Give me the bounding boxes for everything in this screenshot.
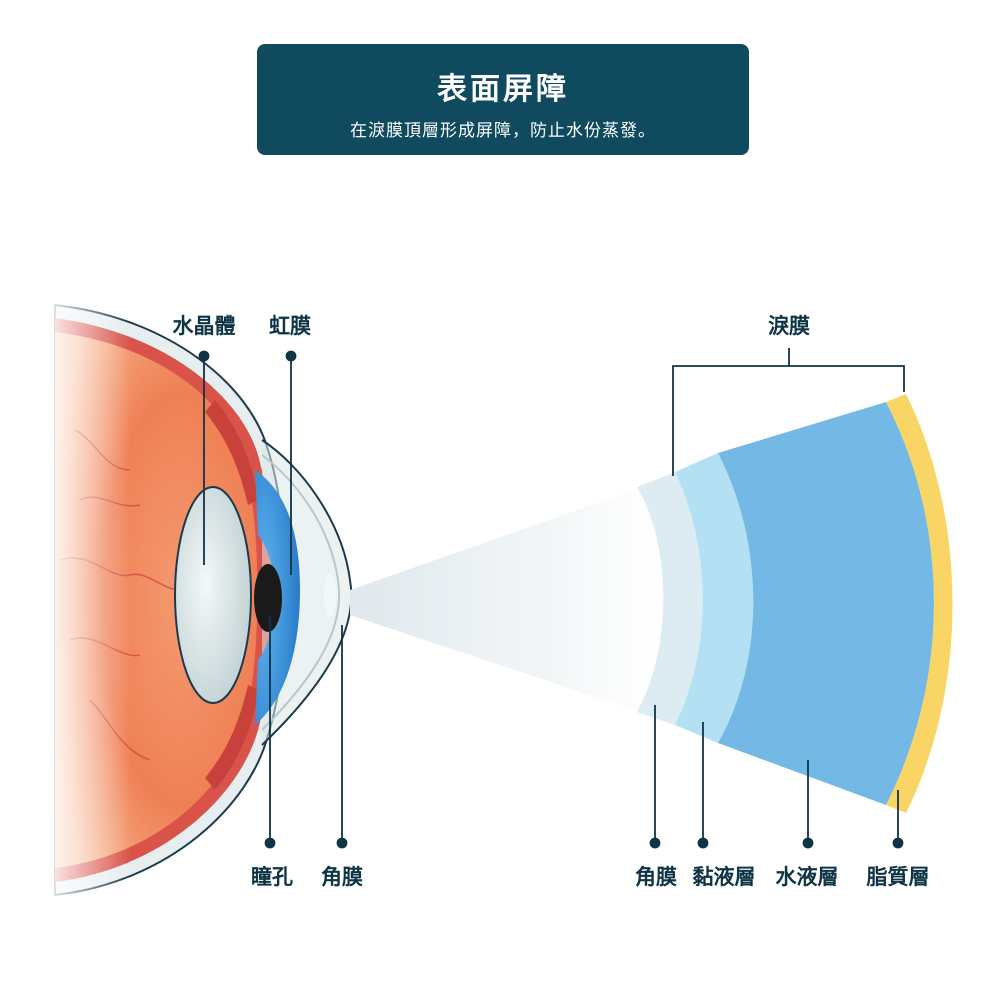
- tear-film-label: 淚膜: [768, 314, 810, 338]
- cornea-layer: [637, 472, 703, 725]
- pupil-dot: [264, 837, 276, 849]
- mucin-layer: [675, 453, 754, 743]
- iris-label: 虹膜: [269, 314, 311, 338]
- cornea-label: 角膜: [321, 865, 363, 889]
- iris-dot: [285, 350, 297, 362]
- mucin-layer-label: 黏液層: [693, 865, 756, 889]
- eye-cross-section: [40, 290, 353, 910]
- mucin-dot: [697, 837, 709, 849]
- lipid-dot: [892, 837, 904, 849]
- pupil: [254, 564, 282, 632]
- tear-film-bracket: [672, 348, 905, 476]
- aqueous-dot: [802, 837, 814, 849]
- title-banner: 表面屏障 在淚膜頂層形成屏障，防止水份蒸發。: [257, 44, 749, 155]
- aqueous-layer: [718, 402, 934, 805]
- cornea-highlight: [324, 573, 336, 617]
- cornea-inner: [261, 454, 341, 731]
- lens: [174, 486, 252, 704]
- page-title: 表面屏障: [437, 72, 569, 107]
- aqueous-layer-label: 水液層: [776, 865, 839, 889]
- cornea-layer-dot: [649, 837, 661, 849]
- pupil-label: 瞳孔: [251, 865, 293, 889]
- light-beam: [350, 488, 667, 712]
- lens-label: 水晶體: [173, 314, 236, 338]
- cornea-dot: [336, 837, 348, 849]
- tear-film-wedge: [350, 394, 953, 813]
- lipid-layer: [886, 394, 953, 813]
- leader-lines: [198, 348, 905, 849]
- lens-dot: [198, 350, 210, 362]
- cornea-layer-label: 角膜: [635, 865, 677, 889]
- lipid-layer-label: 脂質層: [867, 865, 930, 889]
- page-subtitle: 在淚膜頂層形成屏障，防止水份蒸發。: [350, 121, 656, 141]
